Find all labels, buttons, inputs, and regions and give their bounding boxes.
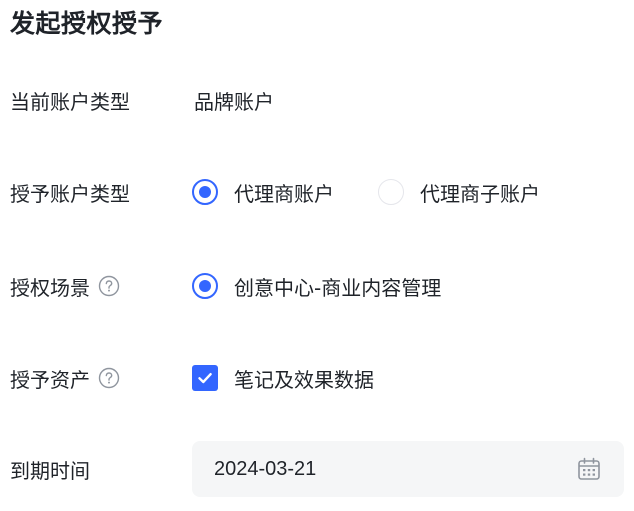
question-circle-icon[interactable] <box>98 367 120 389</box>
auth-scene-options: 创意中心-商业内容管理 <box>192 272 441 301</box>
expire-date-value: 2024-03-21 <box>214 457 317 480</box>
radio-option-agency-sub-account[interactable]: 代理商子账户 <box>378 178 540 207</box>
grant-assets-options: 笔记及效果数据 <box>192 364 374 393</box>
grant-account-type-label: 授予账户类型 <box>10 181 130 206</box>
expire-time-label: 到期时间 <box>10 458 90 483</box>
radio-option-creative-center[interactable]: 创意中心-商业内容管理 <box>192 272 441 301</box>
radio-option-label: 代理商账户 <box>234 181 334 206</box>
current-account-type-row: 当前账户类型 品牌账户 <box>0 82 634 118</box>
grant-account-type-row: 授予账户类型 代理商账户 代理商子账户 <box>0 174 634 210</box>
auth-scene-row: 授权场景 创意中心-商业内容管理 <box>0 268 634 304</box>
current-account-type-label: 当前账户类型 <box>10 89 130 114</box>
auth-scene-label: 授权场景 <box>10 275 90 300</box>
grant-assets-label-group: 授予资产 <box>10 364 120 393</box>
grant-account-type-options: 代理商账户 代理商子账户 <box>192 178 540 207</box>
grant-assets-label: 授予资产 <box>10 367 90 392</box>
radio-button-checked[interactable] <box>192 179 218 205</box>
radio-option-label: 代理商子账户 <box>420 181 540 206</box>
question-circle-icon[interactable] <box>98 275 120 297</box>
checkmark-icon <box>198 373 212 384</box>
current-account-type-value: 品牌账户 <box>194 89 274 114</box>
auth-scene-label-group: 授权场景 <box>10 272 120 301</box>
calendar-icon[interactable] <box>576 456 602 482</box>
page-title: 发起授权授予 <box>10 9 164 38</box>
grant-assets-row: 授予资产 笔记及效果数据 <box>0 360 634 396</box>
radio-option-label: 创意中心-商业内容管理 <box>234 275 442 300</box>
expire-date-picker[interactable]: 2024-03-21 <box>192 441 624 497</box>
checkbox-option-label: 笔记及效果数据 <box>234 367 374 392</box>
checkbox-option-notes-data[interactable]: 笔记及效果数据 <box>192 364 374 393</box>
radio-button-checked[interactable] <box>192 273 218 299</box>
checkbox-checked[interactable] <box>192 365 218 391</box>
radio-button-unchecked[interactable] <box>378 179 404 205</box>
radio-option-agency-account[interactable]: 代理商账户 <box>192 178 334 207</box>
expire-time-row: 到期时间 <box>0 451 634 487</box>
